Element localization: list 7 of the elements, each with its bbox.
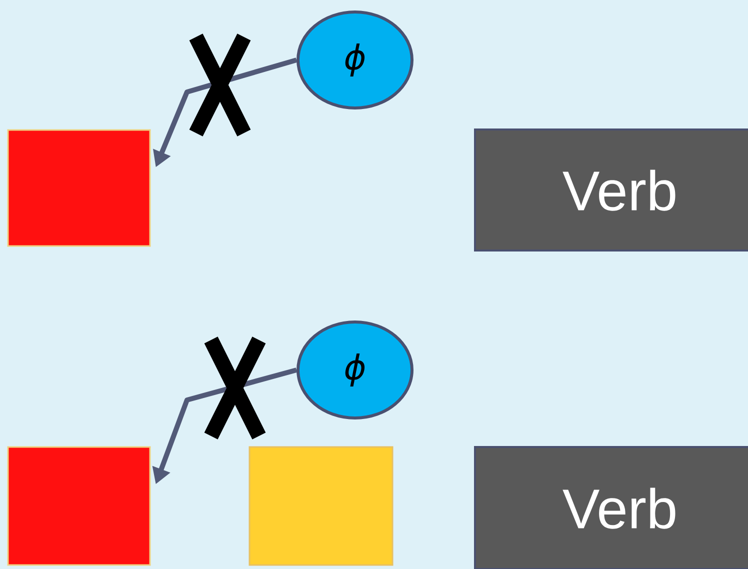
square-box [7, 446, 151, 566]
square-box [248, 446, 394, 566]
ellipse-node: ϕ [296, 320, 414, 420]
ellipse-node: ϕ [296, 10, 414, 110]
verb-box: Verb [474, 446, 748, 569]
verb-box: Verb [474, 128, 748, 252]
square-box [7, 129, 151, 247]
